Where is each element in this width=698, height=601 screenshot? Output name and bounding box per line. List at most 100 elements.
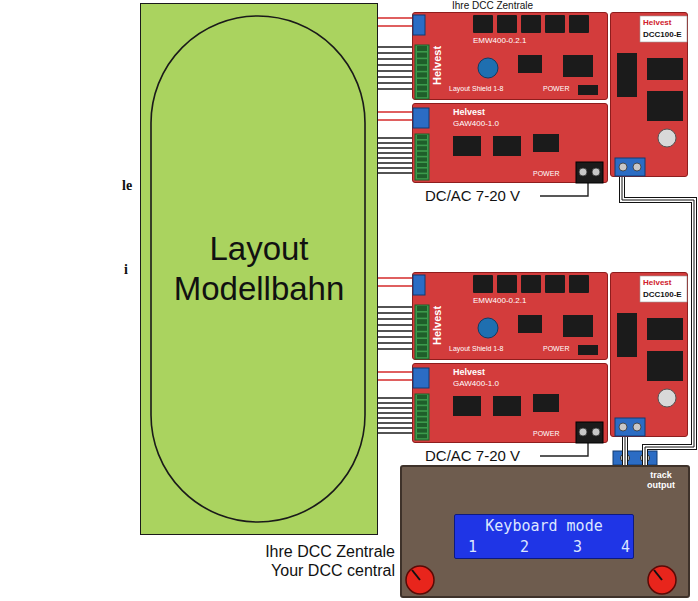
- silkscreen-text: Layout Shield 1-8: [449, 85, 503, 93]
- black-wire: [378, 82, 412, 83]
- brand-name: Helvest: [453, 107, 485, 117]
- black-wire: [378, 167, 412, 168]
- brand-name: Helvest: [643, 18, 671, 27]
- black-wire: [378, 312, 412, 313]
- supply-bracket: [540, 183, 588, 196]
- terminal-slot: [417, 417, 427, 421]
- signal-wire: [378, 64, 412, 66]
- silkscreen-text: POWER: [533, 170, 559, 178]
- red-wire: [378, 119, 412, 120]
- silkscreen-text: POWER: [543, 85, 569, 93]
- red-wire: [378, 277, 412, 278]
- terminal-slot: [417, 423, 427, 427]
- terminal-screw: [579, 428, 587, 436]
- relay: [497, 275, 517, 293]
- terminal-slot: [417, 66, 427, 71]
- terminal-slot: [417, 141, 427, 145]
- black-wire: [378, 407, 412, 408]
- black-wire: [378, 432, 412, 433]
- relay: [569, 15, 589, 33]
- power-terminal: [576, 422, 603, 443]
- terminal-slot: [417, 157, 427, 161]
- chip: [453, 396, 481, 416]
- terminal-slot: [417, 92, 427, 97]
- silkscreen-text: Layout Shield 1-8: [449, 345, 503, 353]
- black-wire: [378, 318, 412, 319]
- gaw-module: HelvestGAW400-1.0POWER: [412, 103, 608, 183]
- terminal-screw: [619, 423, 627, 431]
- board-id: EMW400-0.2.1: [473, 36, 526, 45]
- knob-pointer: [654, 570, 662, 580]
- terminal-screw: [633, 423, 641, 431]
- track-terminal: [613, 451, 657, 465]
- connection-group: [378, 65, 412, 66]
- chip: [617, 53, 637, 97]
- track-oval: [151, 16, 365, 522]
- relay: [521, 15, 541, 33]
- terminal-slot: [417, 406, 427, 410]
- chip: [453, 136, 481, 156]
- terminal-screw: [633, 163, 641, 171]
- black-wire: [378, 397, 412, 398]
- red-wire: [378, 17, 412, 18]
- chip: [617, 313, 637, 357]
- silkscreen-text: POWER: [533, 430, 559, 438]
- rotary-knob: [648, 566, 676, 594]
- lcd-display: Keyboard mode1234: [454, 514, 634, 559]
- black-wire: [378, 162, 412, 163]
- capacitor: [658, 129, 676, 147]
- terminal-slot: [417, 72, 427, 77]
- terminal-slot: [417, 346, 427, 351]
- red-wire: [378, 379, 412, 380]
- brand-name: Helvest: [453, 367, 485, 377]
- terminal-slot: [417, 306, 427, 311]
- gaw-module: HelvestGAW400-1.0POWER: [412, 363, 608, 443]
- black-wire: [378, 88, 412, 89]
- terminal-slot: [417, 412, 427, 416]
- screw-terminal: [413, 15, 425, 35]
- name-plate: [640, 16, 687, 42]
- track-wire: [623, 437, 627, 465]
- terminal-slot: [417, 313, 427, 318]
- cut-text: i: [124, 262, 128, 278]
- terminal-slot: [417, 169, 427, 173]
- relay: [545, 15, 565, 33]
- chip: [647, 351, 683, 381]
- red-wire: [378, 285, 412, 286]
- terminal-slot: [417, 174, 427, 178]
- signal-wire: [378, 324, 412, 326]
- relay: [473, 15, 493, 33]
- chip: [533, 394, 559, 412]
- terminal-slot: [417, 79, 427, 84]
- black-wires: [378, 47, 412, 433]
- silkscreen-text: POWER: [543, 345, 569, 353]
- black-wire: [378, 147, 412, 148]
- lcd-key-number: 1: [468, 539, 477, 556]
- terminal-slot: [417, 152, 427, 156]
- brand-name: Helvest: [431, 306, 444, 345]
- board-id: DCC100-E: [643, 290, 682, 299]
- chip: [493, 136, 521, 156]
- connection-group: [625, 437, 626, 465]
- chip: [563, 315, 593, 337]
- dcc-booster: HelvestDCC100-E: [610, 272, 688, 437]
- board-id: EMW400-0.2.1: [473, 296, 526, 305]
- black-wire: [378, 422, 412, 423]
- name-plate: [640, 276, 687, 302]
- board-id: GAW400-1.0: [453, 119, 499, 128]
- terminal-slot: [417, 395, 427, 399]
- terminal-slot: [417, 434, 427, 438]
- chip: [518, 55, 542, 73]
- terminal-slot: [417, 319, 427, 324]
- chip: [563, 55, 593, 77]
- screw-terminal: [413, 368, 429, 388]
- chip: [647, 91, 683, 121]
- relay: [521, 275, 541, 293]
- relay: [569, 275, 589, 293]
- header-pins: [578, 85, 598, 95]
- black-wire: [378, 137, 412, 138]
- red-wire: [378, 111, 412, 112]
- black-wire: [378, 342, 412, 343]
- red-wires: [378, 18, 412, 380]
